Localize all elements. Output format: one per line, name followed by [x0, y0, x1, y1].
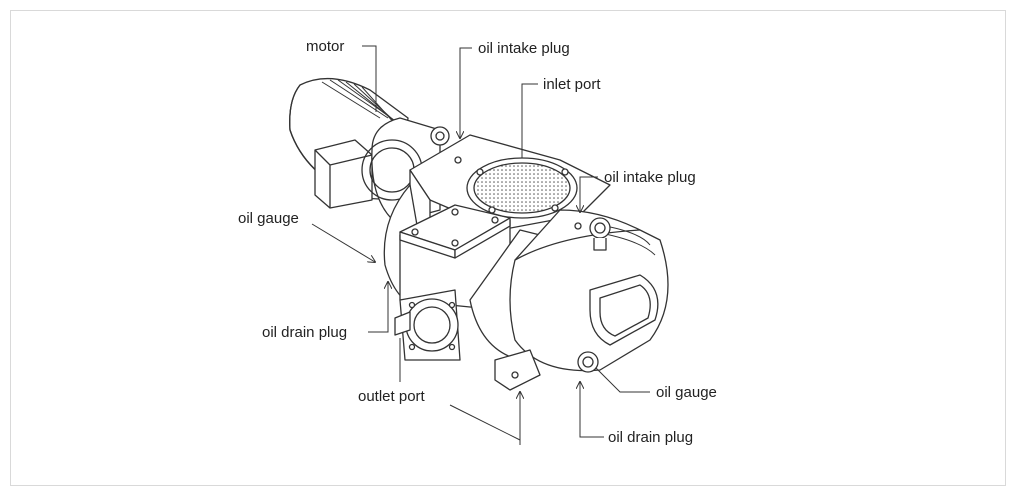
oil-gauge-sightglass: [577, 351, 599, 373]
leader-oil-intake-plug-right: [580, 176, 598, 212]
inlet-port-grille: [466, 157, 578, 219]
vacuum-pump-illustration: [289, 77, 669, 391]
end-housing: [509, 209, 669, 372]
leader-oil-intake-plug-top: [460, 47, 472, 138]
leader-oil-drain-plug-left: [368, 282, 388, 333]
top-cover-plate: [399, 204, 511, 259]
leader-oil-gauge-left: [311, 223, 375, 262]
label-oil-drain-plug-left: oil drain plug: [262, 324, 347, 341]
label-oil-gauge-left: oil gauge: [238, 210, 299, 227]
label-oil-drain-plug-bottom: oil drain plug: [608, 429, 693, 446]
leader-lines: [311, 45, 650, 445]
outlet-port-flange: [399, 289, 461, 361]
label-inlet-port: inlet port: [543, 76, 601, 93]
label-oil-intake-plug-right: oil intake plug: [604, 169, 696, 186]
label-oil-intake-plug-top: oil intake plug: [478, 40, 570, 57]
lifting-eye: [589, 217, 611, 251]
leader-motor: [362, 45, 377, 112]
mounting-feet: [394, 311, 541, 391]
leader-inlet-port: [521, 83, 538, 158]
leader-oil-gauge-right: [595, 367, 650, 393]
leader-outlet-port-bracket: [449, 404, 521, 441]
leader-oil-drain-plug-bottom: [580, 382, 604, 438]
oil-intake-plug-top-marker: [454, 156, 462, 164]
label-oil-gauge-right: oil gauge: [656, 384, 717, 401]
label-outlet-port: outlet port: [358, 388, 426, 405]
oil-intake-plug-right-marker: [574, 222, 582, 230]
label-motor: motor: [306, 38, 344, 55]
